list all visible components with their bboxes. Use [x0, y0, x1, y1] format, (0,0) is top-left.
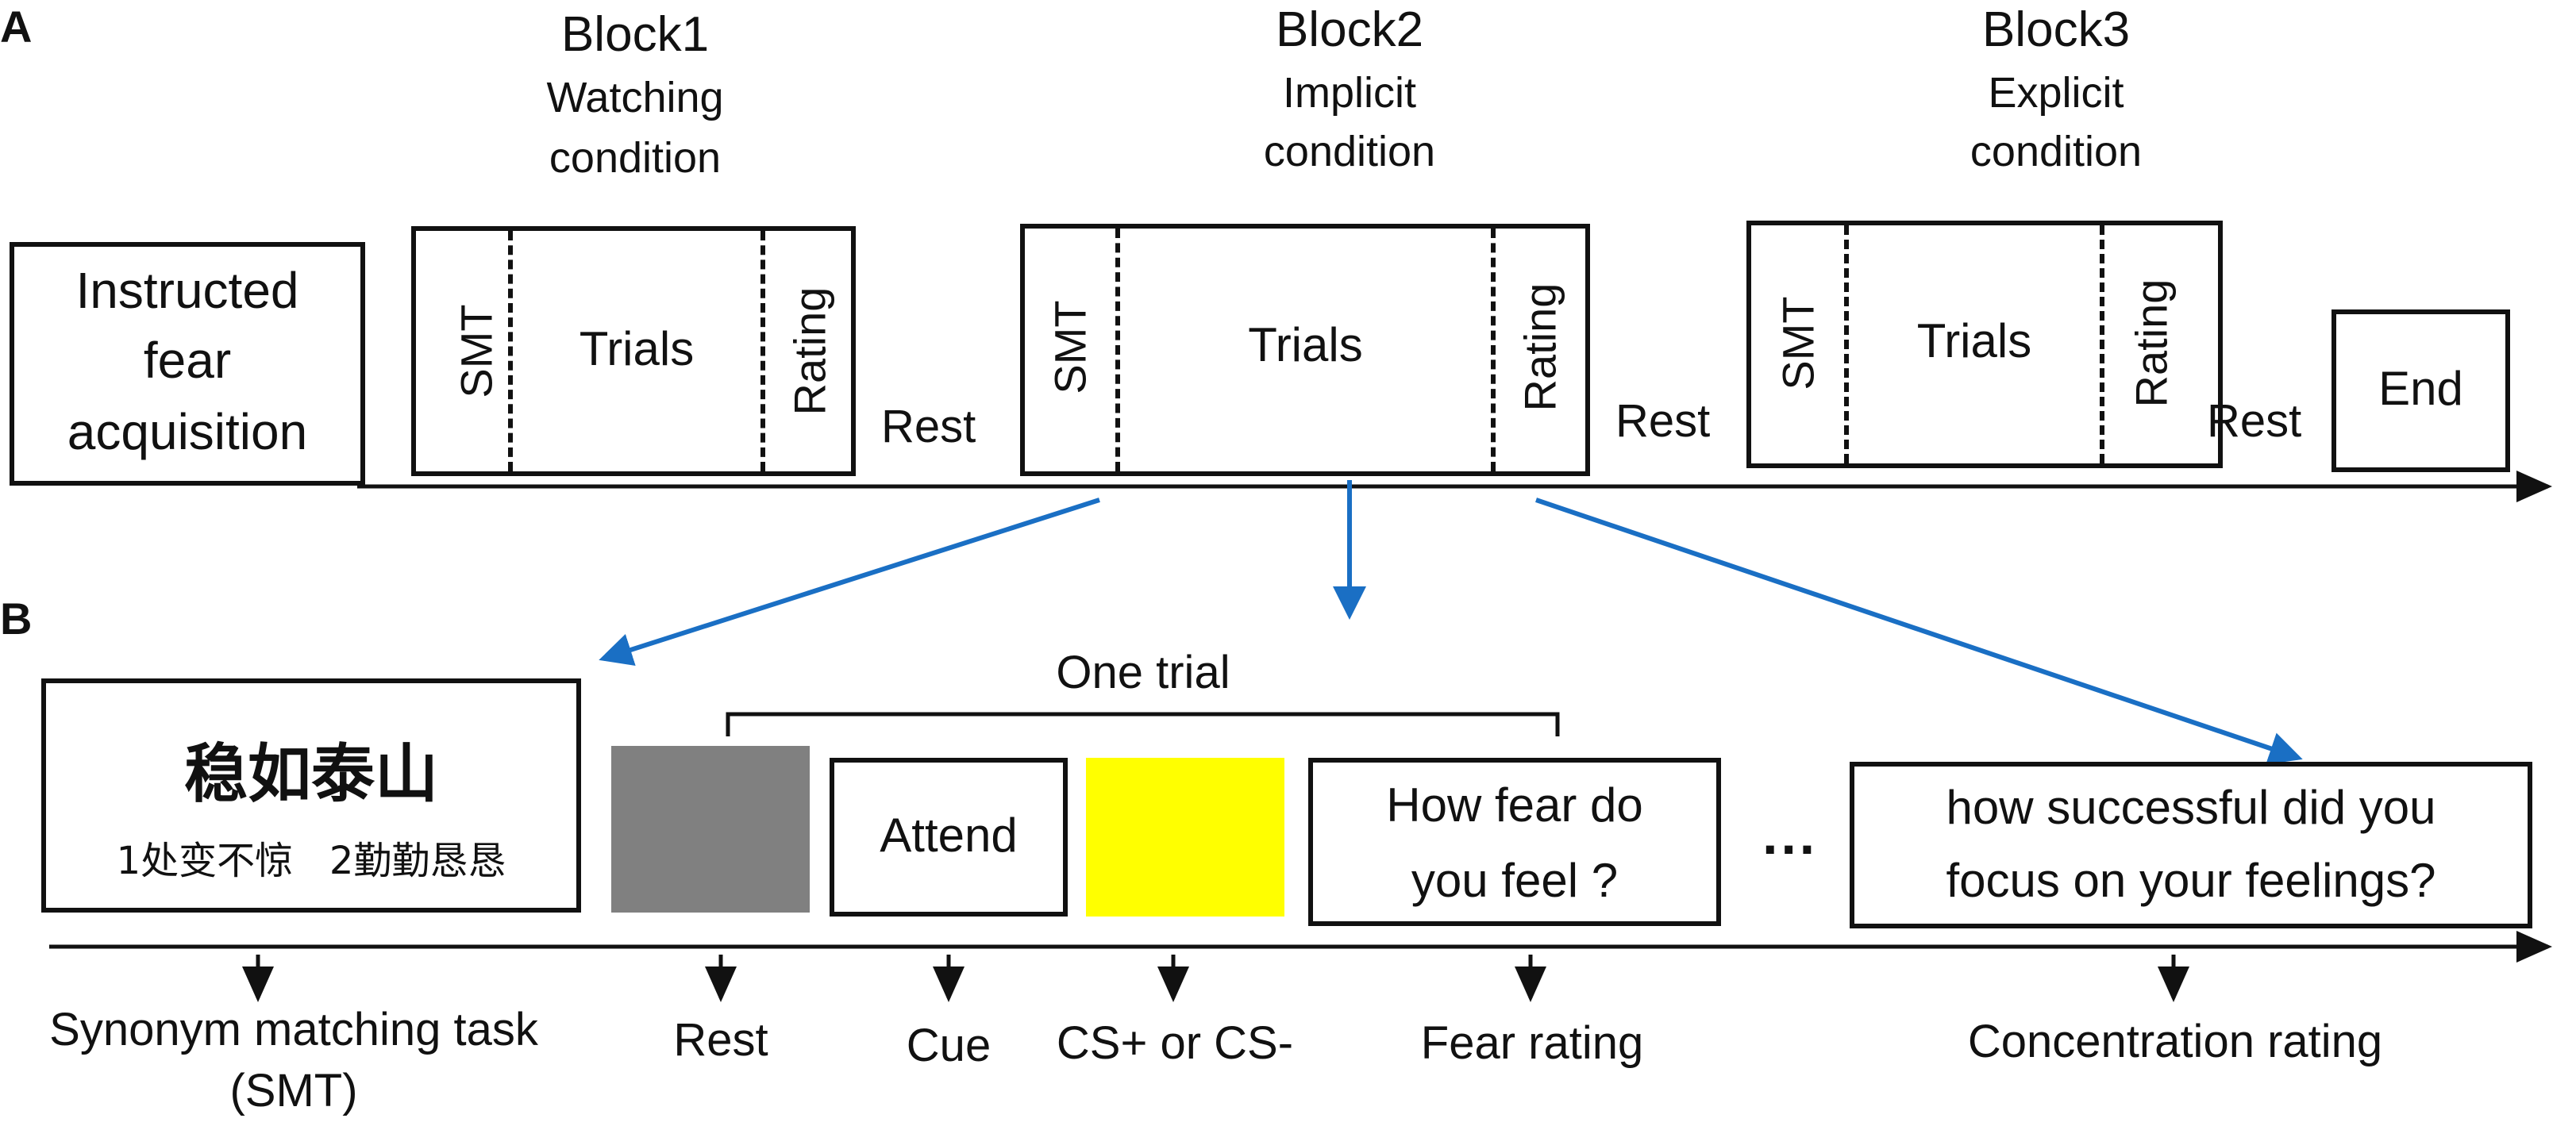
rest-gray-square [611, 746, 810, 913]
block1-trials-label: Trials [579, 322, 695, 375]
block1-dash-right [760, 231, 765, 471]
block3-box [1746, 221, 2223, 468]
rest-label-3: Rest [2207, 395, 2302, 447]
block1-title: Block1 [560, 7, 710, 62]
label-fear-rating: Fear rating [1420, 1017, 1644, 1069]
fear-question-box [1308, 758, 1721, 926]
end-box [2331, 309, 2510, 472]
block1-dash-left [508, 231, 513, 471]
block1-subtitle-1: Watching [546, 74, 724, 121]
block2-title: Block2 [1275, 2, 1424, 57]
concentration-question-box [1850, 762, 2532, 928]
label-rest: Rest [673, 1014, 768, 1066]
block3-subtitle-2: condition [1970, 128, 2143, 175]
block2-trials-label: Trials [1248, 318, 1363, 371]
arrow-to-smt [599, 498, 1100, 667]
instructed-line-1: Instructed [75, 262, 299, 319]
fear-question-line-1: How fear do [1386, 778, 1643, 832]
block3-trials-label: Trials [1916, 314, 2032, 367]
block3-rating-label: Rating [2126, 279, 2177, 408]
one-trial-bracket [726, 712, 1560, 736]
block3-smt-label: SMT [1773, 296, 1823, 390]
block2-rating-label: Rating [1515, 282, 1565, 412]
block1-smt-label: SMT [451, 304, 502, 398]
panel-a-letter: A [0, 2, 33, 52]
rest-label-2: Rest [1615, 395, 1711, 447]
rest-label-1: Rest [881, 401, 976, 452]
panel-b-letter: B [0, 594, 33, 644]
label-cs: CS+ or CS- [1056, 1017, 1294, 1069]
block2-subtitle-1: Implicit [1282, 69, 1416, 117]
one-trial-label: One trial [1056, 647, 1230, 698]
instructed-line-3: acquisition [67, 403, 308, 460]
ellipsis: ··· [1762, 818, 1818, 880]
arrow-to-concentration [1535, 498, 2303, 765]
block2-dash-right [1491, 229, 1496, 471]
block2-dash-left [1115, 229, 1120, 471]
end-label: End [2378, 362, 2463, 415]
smt-idiom: 稳如泰山 [184, 737, 438, 811]
cs-yellow-square [1086, 758, 1284, 917]
label-smt-2: (SMT) [229, 1065, 358, 1116]
fear-question-line-2: you feel ? [1411, 854, 1619, 907]
smt-example-box [41, 678, 581, 913]
smt-options: 1处变不惊 2勤勤恳恳 [116, 839, 506, 883]
concentration-question-line-1: how successful did you [1946, 781, 2436, 834]
label-smt-1: Synonym matching task [49, 1004, 538, 1055]
concentration-question-line-2: focus on your feelings? [1946, 854, 2436, 907]
instructed-line-2: fear [143, 332, 232, 389]
instructed-fear-box [10, 242, 365, 486]
label-cue: Cue [906, 1020, 992, 1071]
label-concentration-rating: Concentration rating [1967, 1016, 2383, 1067]
block2-subtitle-2: condition [1263, 128, 1436, 175]
block3-dash-left [1844, 225, 1849, 463]
block1-rating-label: Rating [784, 286, 835, 416]
block1-box [411, 226, 856, 476]
block3-dash-right [2100, 225, 2104, 463]
block1-subtitle-2: condition [549, 134, 722, 182]
block2-smt-label: SMT [1045, 300, 1095, 394]
attend-label: Attend [880, 809, 1018, 862]
block3-title: Block3 [1981, 2, 2131, 57]
block3-subtitle-1: Explicit [1988, 69, 2124, 117]
attend-box [830, 758, 1068, 917]
